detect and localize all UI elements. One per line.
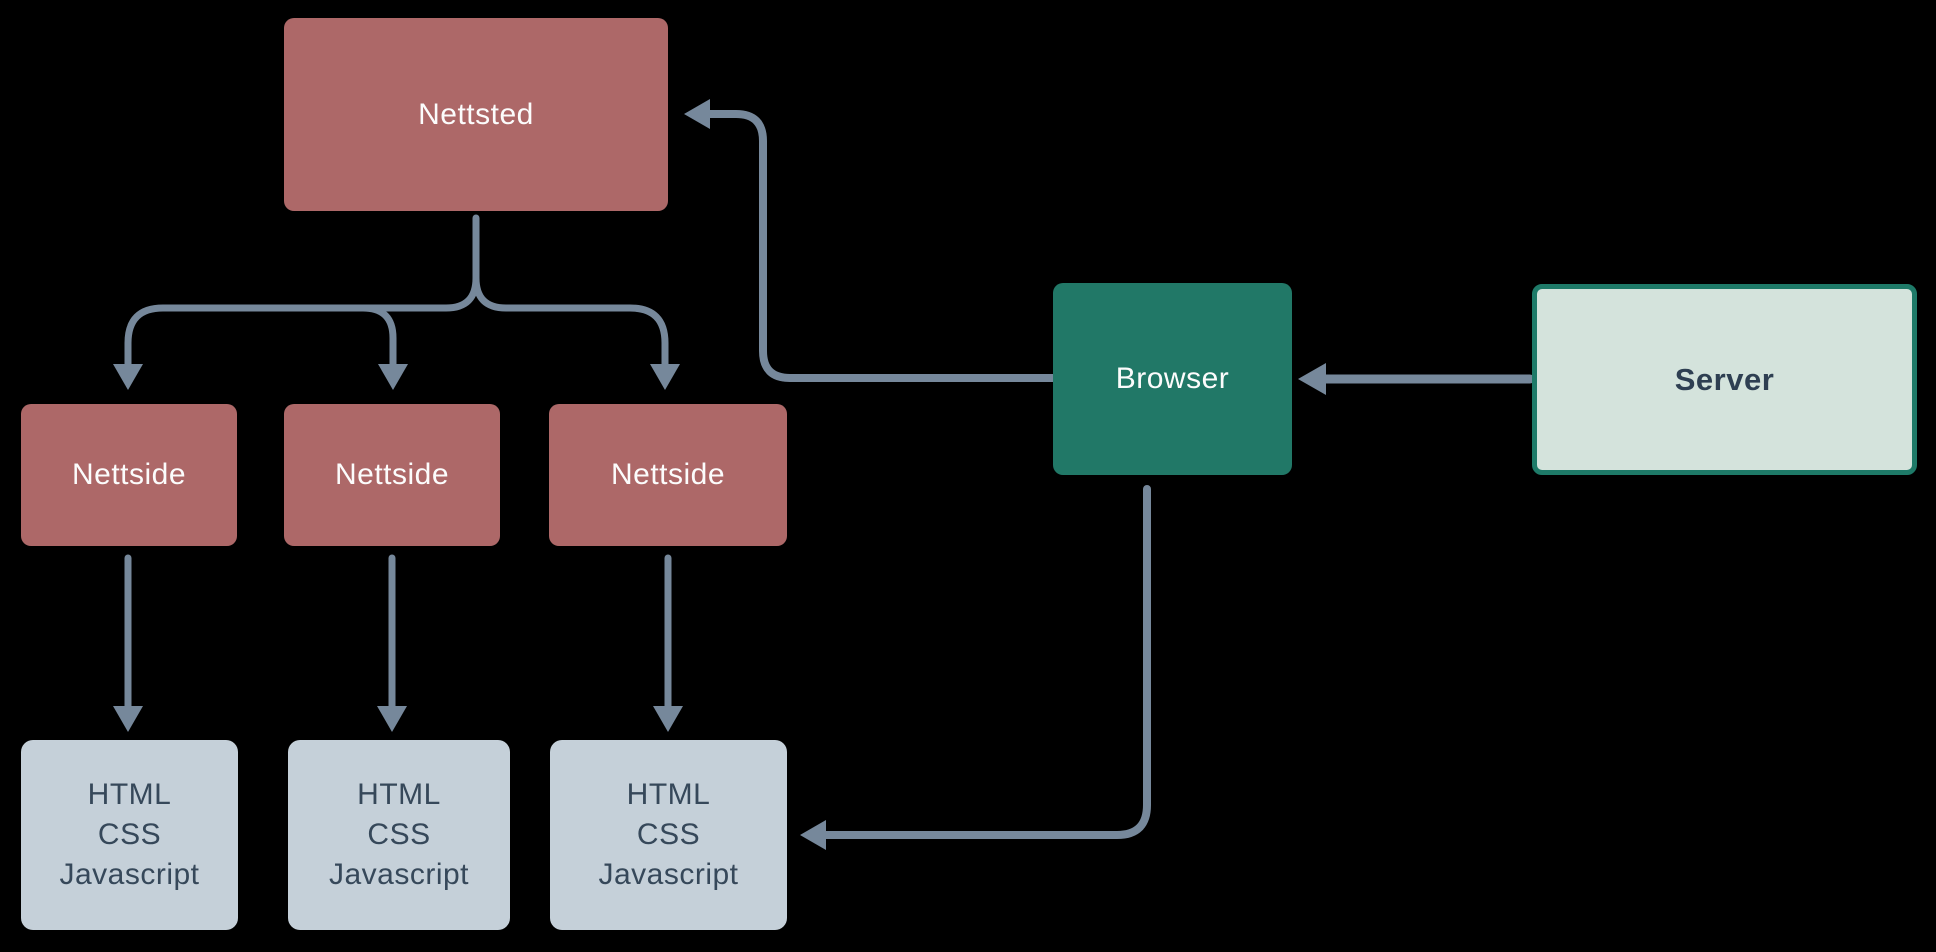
stack-1-line-html: HTML (87, 778, 172, 811)
node-nettside-2: Nettside (284, 404, 500, 546)
arrow-left-icon (800, 820, 826, 850)
stack-2-line-css: CSS (367, 818, 431, 851)
node-stack-2: HTML CSS Javascript (288, 740, 510, 930)
node-nettsted-label: Nettsted (418, 97, 534, 131)
node-server: Server (1532, 284, 1917, 475)
edge-nettside-2-to-stack-2 (377, 554, 407, 732)
stack-1-line-css: CSS (97, 818, 162, 851)
node-nettside-3-label: Nettside (610, 458, 726, 491)
node-server-label: Server (1674, 361, 1775, 397)
node-nettside-1-label: Nettside (71, 458, 187, 491)
stack-1-line-javascript: Javascript (59, 858, 200, 891)
stack-2-line-javascript: Javascript (328, 858, 470, 891)
stack-3-line-html: HTML (626, 778, 711, 811)
node-nettside-3: Nettside (549, 404, 787, 546)
node-stack-1: HTML CSS Javascript (21, 740, 238, 930)
node-nettsted: Nettsted (284, 18, 668, 211)
edge-nettside-3-to-stack-3 (653, 554, 683, 732)
edge-nettsted-to-nettside-3 (472, 274, 680, 390)
arrow-down-icon (113, 364, 143, 390)
arrow-left-icon (1298, 363, 1326, 395)
edge-nettside-1-to-stack-1 (113, 554, 143, 732)
stack-3-line-css: CSS (636, 818, 701, 851)
stack-3-line-javascript: Javascript (598, 858, 739, 891)
edge-browser-to-nettsted (684, 99, 1057, 382)
node-nettside-2-label: Nettside (334, 458, 450, 491)
arrow-down-icon (378, 364, 408, 390)
node-nettside-1: Nettside (21, 404, 237, 546)
arrow-down-icon (113, 706, 143, 732)
node-stack-3: HTML CSS Javascript (550, 740, 787, 930)
stack-2-line-html: HTML (357, 778, 441, 811)
edge-browser-to-stack-3 (800, 485, 1151, 850)
arrow-down-icon (377, 706, 407, 732)
arrow-down-icon (650, 364, 680, 390)
node-browser-label: Browser (1115, 362, 1230, 395)
arrow-left-icon (684, 99, 710, 129)
arrow-down-icon (653, 706, 683, 732)
edge-server-to-browser (1298, 363, 1535, 395)
edge-nettsted-to-nettside-1 (113, 214, 480, 390)
edge-nettsted-to-nettside-2 (359, 304, 408, 390)
node-browser: Browser (1053, 283, 1292, 475)
